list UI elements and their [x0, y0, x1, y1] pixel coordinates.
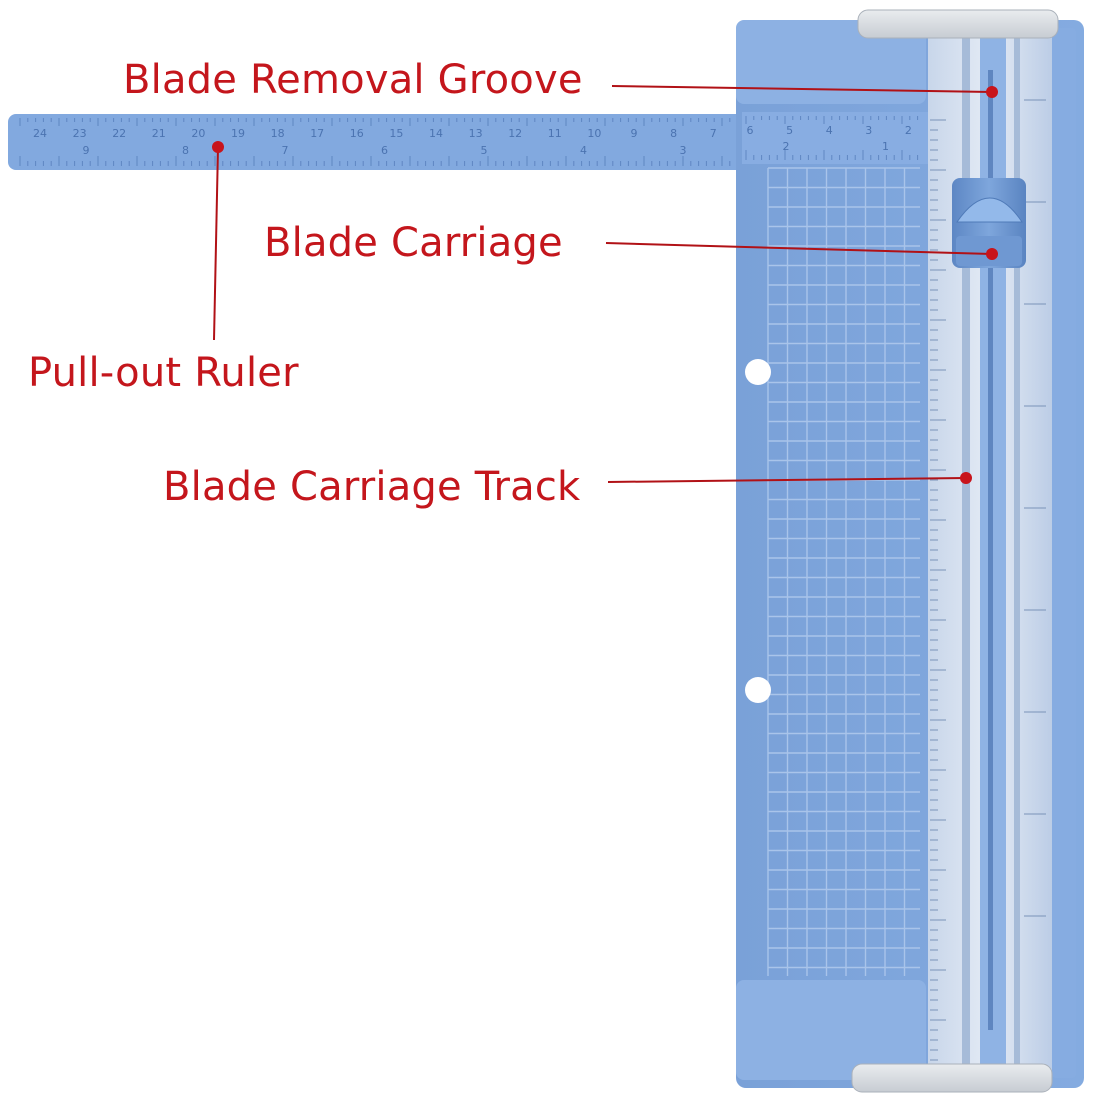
base-ruler-ticks — [745, 116, 919, 160]
ruler-inch-label: 8 — [182, 144, 189, 157]
leader-blade-carriage — [605, 242, 993, 255]
base-cm-label: 5 — [786, 124, 793, 137]
ruler-inch-labels: 9 8 7 6 5 4 3 — [83, 144, 687, 157]
ruler-cm-label: 18 — [271, 127, 285, 140]
ruler-cm-label: 8 — [670, 127, 677, 140]
label-pull-out-ruler: Pull-out Ruler — [28, 350, 299, 396]
track-rail-right — [1014, 34, 1020, 1076]
base-cm-label: 6 — [747, 124, 754, 137]
ruler-cm-label: 11 — [548, 127, 562, 140]
bottom-end-cap — [851, 1063, 1053, 1093]
dot-blade-carriage — [986, 248, 998, 260]
ruler-cm-label: 13 — [469, 127, 483, 140]
dot-blade-carriage-track — [960, 472, 972, 484]
leader-blade-removal-groove — [611, 85, 993, 93]
leader-pull-out-ruler — [213, 146, 219, 341]
base-cm-label: 2 — [905, 124, 912, 137]
ruler-cm-label: 10 — [587, 127, 601, 140]
ruler-cm-label: 24 — [33, 127, 47, 140]
dot-blade-removal-groove — [986, 86, 998, 98]
track-rail-left — [962, 34, 970, 1076]
leader-blade-carriage-track — [607, 477, 967, 483]
ruler-cm-label: 23 — [73, 127, 87, 140]
right-rail — [1052, 28, 1076, 1078]
ruler-inch-label: 5 — [481, 144, 488, 157]
mount-hole-bottom — [745, 677, 771, 703]
base-inch-label: 1 — [882, 140, 889, 153]
ruler-cm-label: 7 — [710, 127, 717, 140]
label-blade-removal-groove: Blade Removal Groove — [123, 57, 583, 103]
ruler-inch-label: 9 — [83, 144, 90, 157]
ruler-cm-label: 20 — [191, 127, 205, 140]
ruler-arm — [8, 114, 768, 170]
ruler-cm-label: 16 — [350, 127, 364, 140]
ruler-ticks — [19, 118, 754, 166]
base-cm-label: 4 — [826, 124, 833, 137]
ruler-cm-label: 14 — [429, 127, 443, 140]
base-cm-labels: 6 5 4 3 2 — [747, 124, 912, 137]
ruler-inch-label: 7 — [282, 144, 289, 157]
base-grid — [767, 167, 920, 976]
ruler-cm-label: 22 — [112, 127, 126, 140]
mount-hole-top — [745, 359, 771, 385]
ruler-cm-labels: 24 23 22 21 20 19 18 17 16 15 14 13 12 11 10 9 8 7 — [33, 127, 717, 140]
base-cm-label: 3 — [865, 124, 872, 137]
ruler-cm-label: 19 — [231, 127, 245, 140]
base-bottom-plate — [736, 980, 926, 1080]
ruler-cm-label: 15 — [389, 127, 403, 140]
end-caps — [851, 9, 1059, 1093]
dot-pull-out-ruler — [212, 141, 224, 153]
base-ruler-strip — [742, 112, 928, 164]
base-top-plate — [736, 20, 926, 104]
ruler-inch-label: 4 — [580, 144, 587, 157]
ruler-inch-label: 6 — [381, 144, 388, 157]
ruler-cm-label: 17 — [310, 127, 324, 140]
ruler-cm-label: 9 — [631, 127, 638, 140]
ruler-cm-label: 21 — [152, 127, 166, 140]
ruler-inch-label: 3 — [680, 144, 687, 157]
track-ticks — [930, 99, 1046, 1061]
pull-out-ruler: 24 23 22 21 20 19 18 17 16 15 14 13 12 11 10 9 8 7 9 8 7 6 5 4… — [8, 114, 768, 170]
callout-leaders — [212, 85, 998, 484]
carriage-grip — [956, 197, 1023, 223]
top-end-cap — [857, 9, 1059, 39]
label-blade-carriage: Blade Carriage — [264, 220, 563, 266]
base-inch-label: 2 — [783, 140, 790, 153]
ruler-cm-label: 12 — [508, 127, 522, 140]
label-blade-carriage-track: Blade Carriage Track — [163, 464, 581, 510]
blade-slot — [988, 70, 993, 1030]
